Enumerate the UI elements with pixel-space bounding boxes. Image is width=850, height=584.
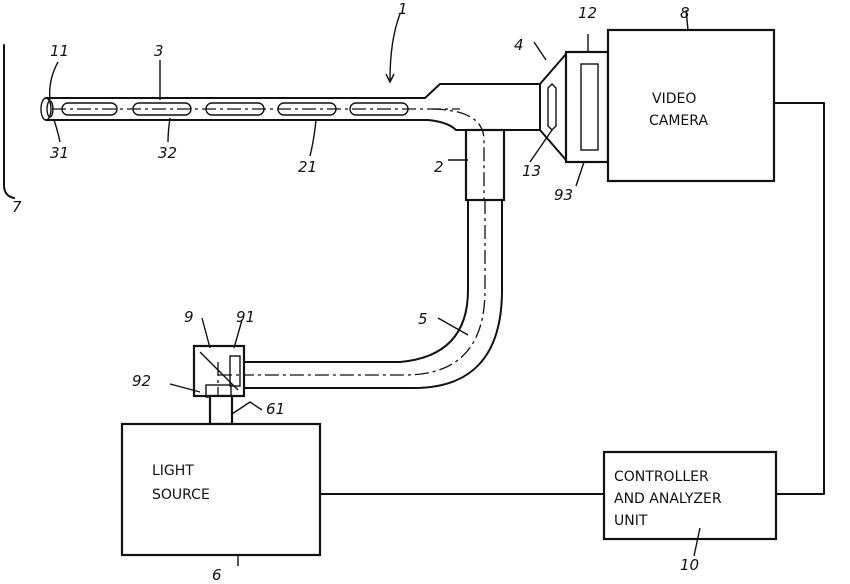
controller-line2: AND ANALYZER [614,491,722,507]
ref-1: 1 [398,0,408,18]
light-source-line1: LIGHT [152,463,194,479]
ref-10: 10 [680,556,699,574]
camera-adapter-4 [540,54,566,160]
controller-line3: UNIT [614,513,648,529]
controller-line1: CONTROLLER [614,469,709,485]
ref-6: 6 [212,566,222,584]
video-camera-line1: VIDEO [652,91,696,107]
ref-12: 12 [578,4,597,22]
ref-3: 3 [154,42,164,60]
ref-5: 5 [418,310,428,328]
endoscope-body [432,84,540,200]
light-source-line2: SOURCE [152,487,210,503]
ref-91: 91 [236,308,255,326]
ref-2: 2 [434,158,444,176]
ref-13: 13 [522,162,541,180]
light-guide-port-2 [466,130,504,200]
ref-4: 4 [514,36,524,54]
endoscope-tube [41,84,540,130]
ref-92: 92 [132,372,151,390]
ref-9: 9 [184,308,194,326]
ref-7: 7 [12,198,22,216]
ref-31: 31 [50,144,69,162]
light-port-61 [210,396,232,424]
lens-13 [548,84,556,130]
object-plane-7 [4,45,14,198]
coupler-12 [566,52,608,162]
ref-8: 8 [680,4,690,22]
ref-32: 32 [158,144,177,162]
ref-93: 93 [554,186,573,204]
ref-11: 11 [50,42,69,60]
light-guide-cable-5 [243,200,502,388]
ref-21: 21 [298,158,317,176]
camera-to-controller-wire [774,103,824,494]
beam-splitter-9 [194,346,244,425]
ref-61: 61 [266,400,285,418]
video-camera-line2: CAMERA [649,113,708,129]
